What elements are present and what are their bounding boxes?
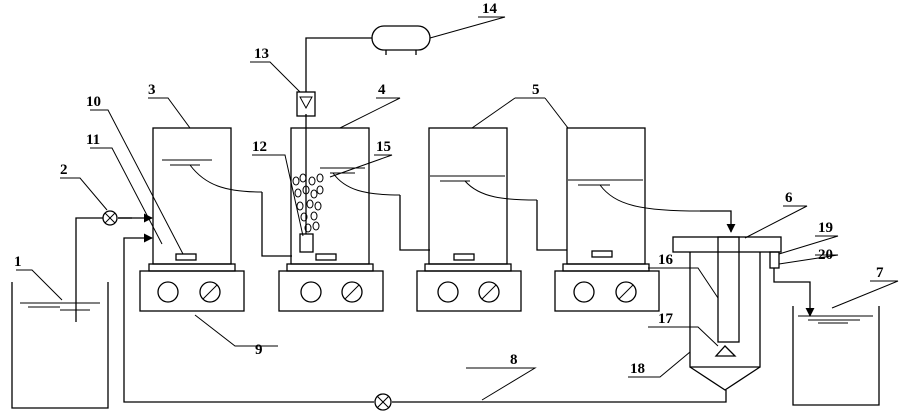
reactor-5a — [416, 127, 567, 312]
label-5: 5 — [532, 82, 540, 98]
leader-lines — [16, 16, 899, 401]
recycle-pump — [374, 393, 392, 411]
label-20: 20 — [818, 247, 833, 263]
settler — [672, 236, 815, 391]
label-9: 9 — [255, 342, 263, 358]
label-13: 13 — [254, 46, 269, 62]
label-14: 14 — [482, 1, 498, 17]
label-2: 2 — [60, 162, 68, 178]
label-4: 4 — [378, 82, 386, 98]
label-1: 1 — [14, 254, 22, 270]
effluent-tank — [792, 306, 880, 406]
label-18: 18 — [630, 361, 645, 377]
label-17: 17 — [658, 311, 674, 327]
label-12: 12 — [252, 139, 267, 155]
label-19: 19 — [818, 220, 833, 236]
air-line — [296, 37, 372, 117]
label-16: 16 — [658, 252, 674, 268]
recycle-line — [123, 233, 727, 403]
feed-pump — [102, 210, 118, 226]
reactor-4 — [278, 114, 430, 312]
feed-tank — [11, 282, 109, 409]
air-bubbles — [292, 173, 324, 233]
label-11: 11 — [86, 132, 100, 148]
label-8: 8 — [510, 352, 518, 368]
air-compressor — [371, 25, 431, 55]
reactor-5b — [554, 127, 736, 312]
label-3: 3 — [148, 82, 156, 98]
number-labels: 1 2 3 4 5 6 7 8 9 10 11 12 13 14 15 16 1… — [14, 1, 884, 377]
label-7: 7 — [876, 265, 884, 281]
label-6: 6 — [785, 190, 793, 206]
label-15: 15 — [376, 139, 391, 155]
label-10: 10 — [86, 94, 101, 110]
